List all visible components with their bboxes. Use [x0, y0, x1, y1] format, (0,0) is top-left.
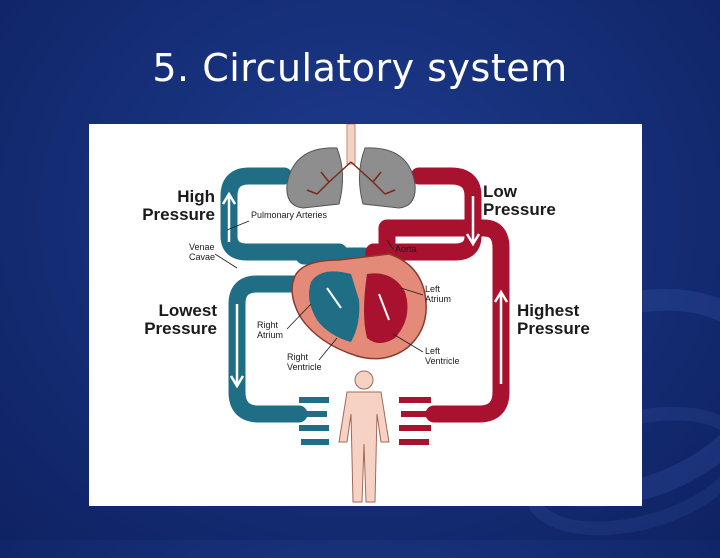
slide-title: 5. Circulatory system — [152, 46, 568, 90]
lungs — [286, 124, 416, 209]
heart — [291, 253, 427, 360]
flow-arrows — [221, 191, 509, 389]
pulmonary-arteries-label: Pulmonary Arteries — [251, 210, 328, 220]
leader-lines — [214, 220, 424, 361]
body-capillaries — [297, 397, 433, 445]
human-figure — [338, 370, 390, 503]
aorta-label: Aorta — [395, 244, 417, 254]
